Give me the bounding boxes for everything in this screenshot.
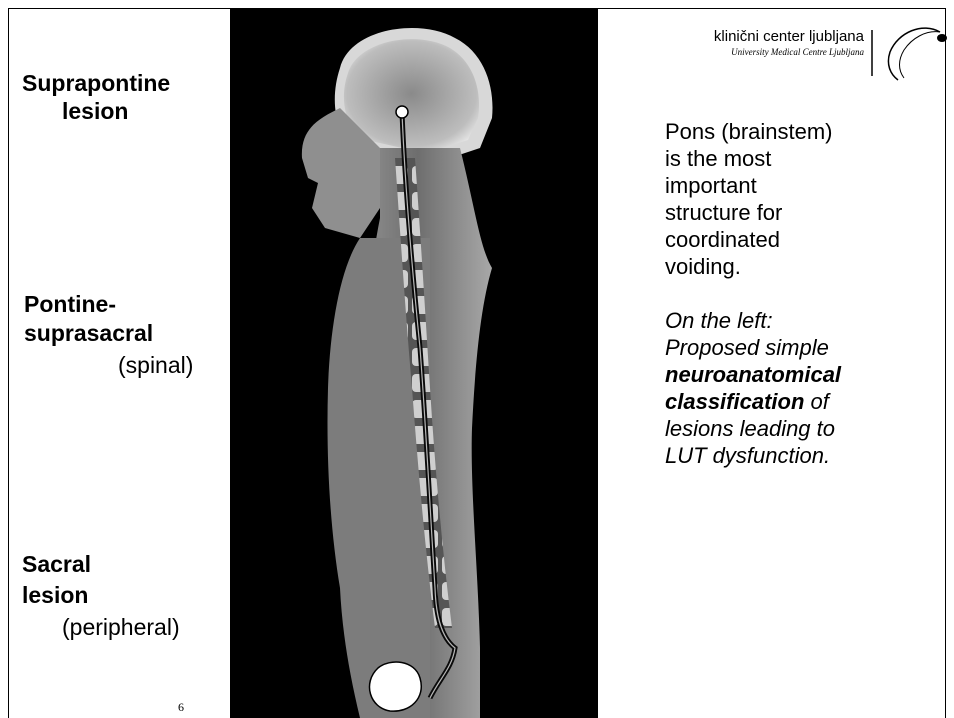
label-spinal: (spinal) [118,352,193,379]
note-line-4: classification of [665,388,945,415]
text-line-4: structure for [665,199,945,226]
note-of: of [804,389,828,414]
label-sacral: Sacral [22,551,91,578]
label-sacral-lesion: lesion [22,582,88,609]
label-suprapontine: Suprapontine [22,70,170,97]
text-line-5: coordinated [665,226,945,253]
note-line-3: neuroanatomical [665,361,945,388]
note-line-1: On the left: [665,307,945,334]
note-line-6: LUT dysfunction. [665,442,945,469]
mri-image [230,8,598,718]
slide-border-left [8,8,9,718]
logo-subtitle: University Medical Centre Ljubljana [652,46,864,58]
note-line-5: lesions leading to [665,415,945,442]
text-line-3: important [665,172,945,199]
note-bold-classification: classification [665,389,804,414]
page-number: 6 [178,700,184,715]
mri-scan-image [230,8,598,718]
label-suprapontine-lesion: lesion [62,98,128,125]
logo-name: klinični center ljubljana [652,28,864,46]
label-pontine: Pontine- [24,291,116,318]
logo-block: klinični center ljubljana University Med… [652,28,864,58]
text-line-1: Pons (brainstem) [665,118,945,145]
slide-border-right [945,8,946,718]
text-line-6: voiding. [665,253,945,280]
kcl-logo-icon [868,22,948,82]
paragraph-gap [665,280,945,307]
description-text: Pons (brainstem) is the most important s… [665,118,945,469]
note-line-2: Proposed simple [665,334,945,361]
text-line-2: is the most [665,145,945,172]
label-peripheral: (peripheral) [62,614,180,641]
label-suprasacral: suprasacral [24,320,153,347]
